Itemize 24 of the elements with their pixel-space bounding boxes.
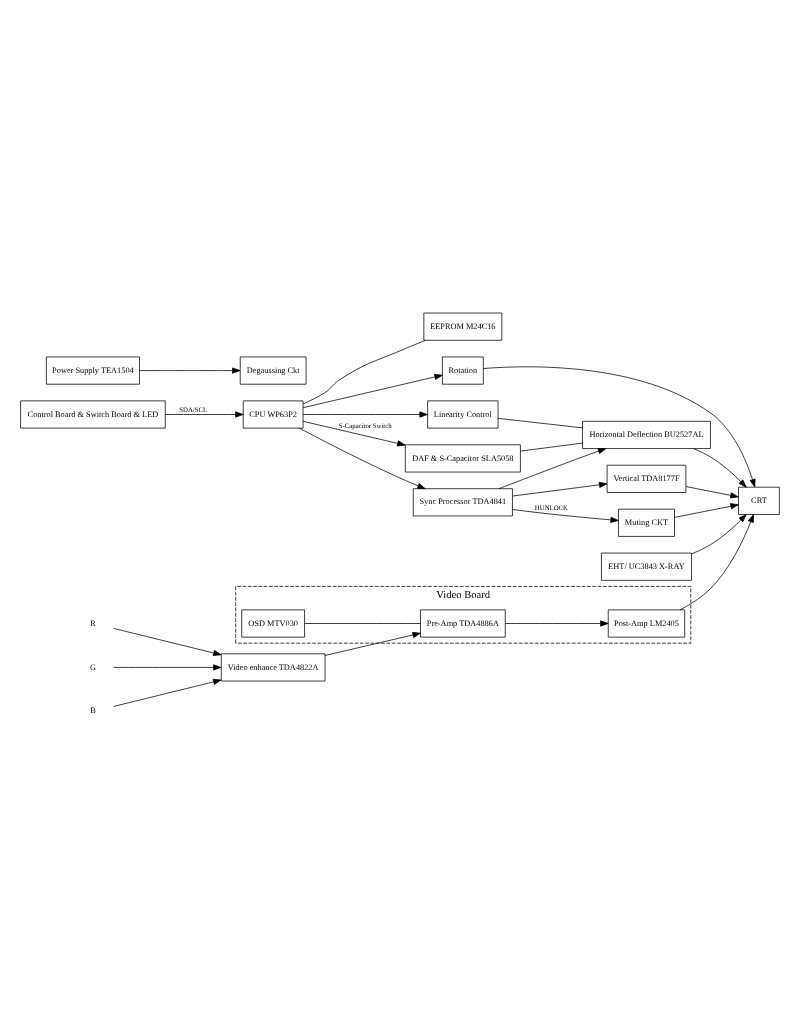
connector	[497, 417, 583, 428]
arrow	[299, 426, 426, 489]
arrow	[113, 677, 222, 706]
arrow	[685, 485, 739, 498]
arrow	[693, 447, 747, 487]
arrow	[483, 365, 756, 487]
arrow	[505, 619, 609, 626]
arrow	[164, 410, 244, 417]
connector	[302, 338, 426, 404]
arrow	[113, 663, 222, 670]
arrow	[498, 447, 607, 489]
arrow	[302, 419, 406, 446]
arrow	[691, 513, 747, 554]
arrow	[512, 508, 619, 522]
arrow	[674, 502, 739, 517]
connector	[304, 622, 421, 623]
arrow	[139, 366, 241, 373]
arrow	[302, 410, 428, 417]
arrow	[679, 513, 754, 610]
arrow	[302, 372, 443, 408]
arrow	[512, 480, 608, 496]
connector	[520, 441, 583, 451]
arrow	[324, 631, 421, 655]
arrow	[113, 627, 222, 655]
